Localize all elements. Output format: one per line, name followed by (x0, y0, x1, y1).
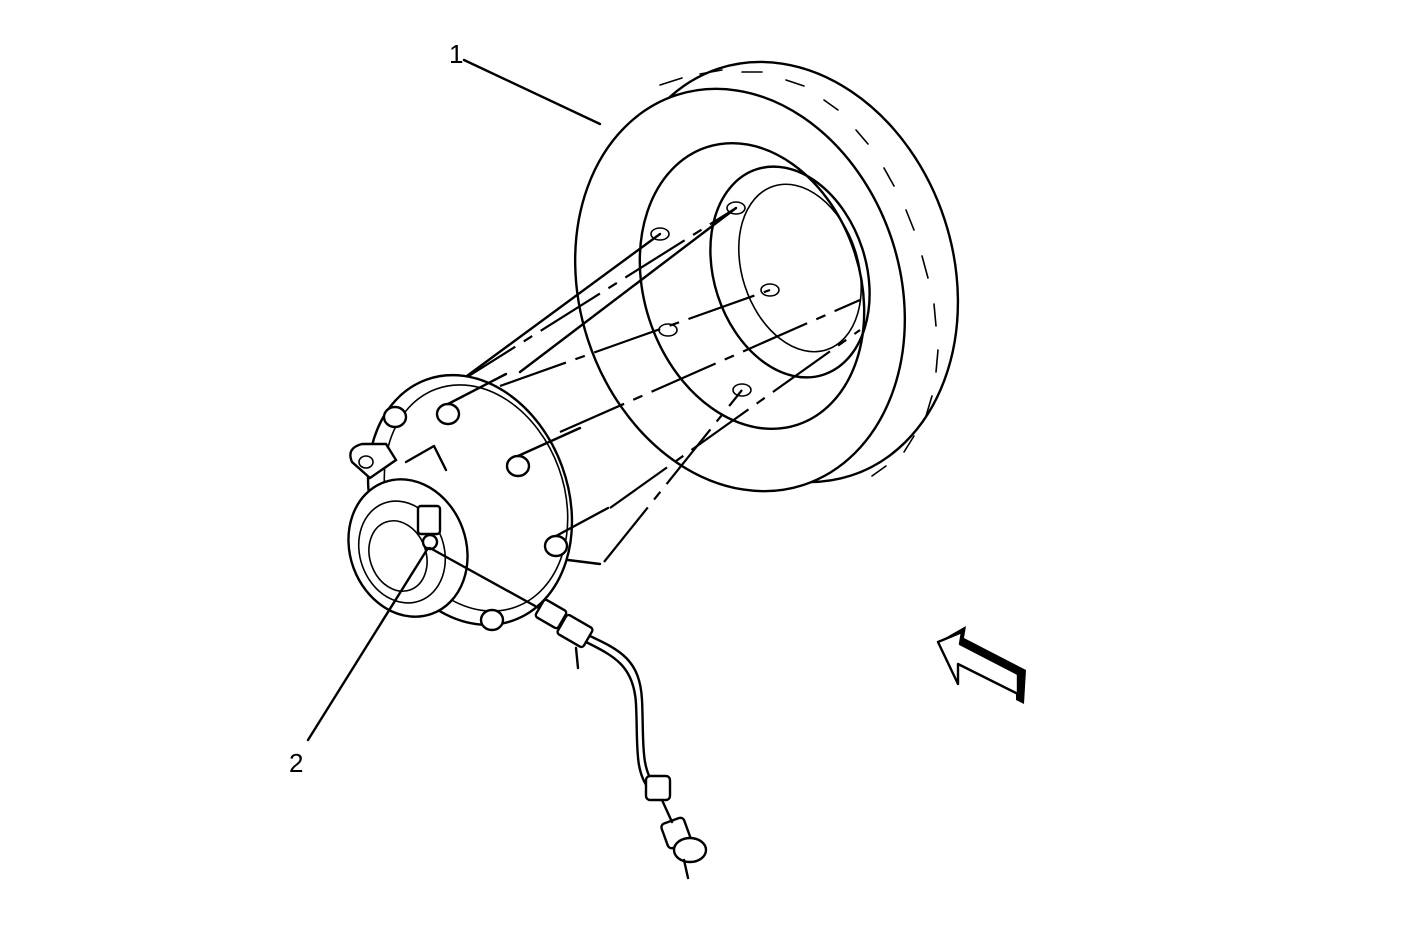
alignment-lines (454, 206, 861, 563)
leader-line-2 (306, 546, 430, 742)
wheel-speed-sensor (404, 444, 708, 880)
wheel-hub-assembly (347, 372, 610, 632)
leader-line-1 (462, 58, 602, 126)
callout-label-1: 1 (449, 39, 464, 69)
direction-arrow-icon (936, 626, 1026, 704)
leader-lines (306, 58, 602, 742)
callout-label-2: 2 (289, 748, 304, 778)
brake-rotor (573, 60, 960, 493)
